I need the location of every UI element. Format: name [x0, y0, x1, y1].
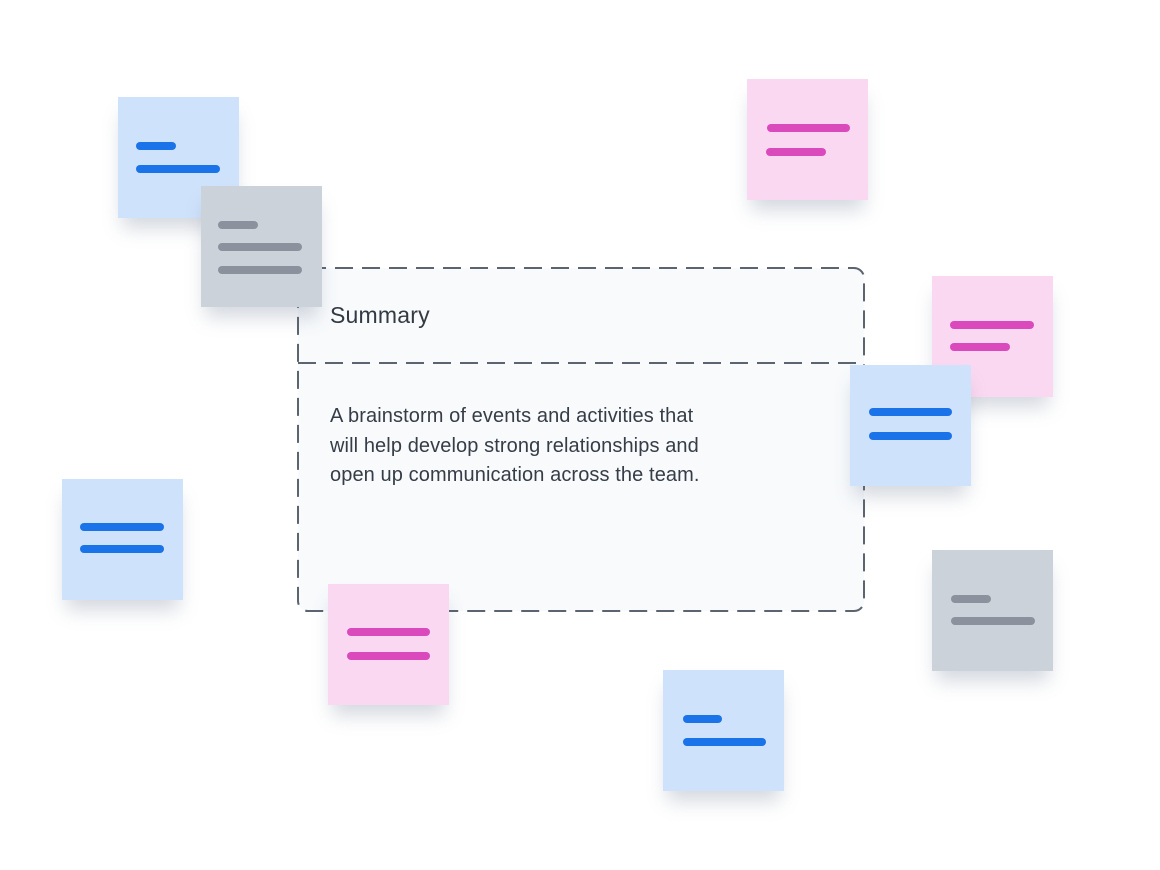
note-text-line	[347, 652, 430, 660]
sticky-note-gray-top[interactable]	[201, 186, 322, 307]
note-text-line	[80, 545, 164, 553]
note-text-line	[218, 221, 258, 229]
note-text-line	[950, 343, 1010, 351]
summary-card-frame	[297, 267, 865, 612]
summary-card-body[interactable]: A brainstorm of events and activities th…	[330, 405, 700, 486]
sticky-note-blue-right[interactable]	[850, 365, 971, 486]
note-text-line	[766, 148, 826, 156]
note-text-line	[80, 523, 164, 531]
note-text-line	[136, 142, 176, 150]
note-text-line	[950, 321, 1034, 329]
summary-card-border	[297, 267, 865, 612]
summary-card[interactable]: Summary A brainstorm of events and activ…	[297, 267, 865, 612]
note-text-line	[951, 617, 1035, 625]
note-text-line	[683, 738, 766, 746]
note-text-line	[869, 408, 952, 416]
sticky-note-pink-top-right[interactable]	[747, 79, 868, 200]
note-text-line	[767, 124, 850, 132]
note-text-line	[347, 628, 430, 636]
note-text-line	[951, 595, 991, 603]
sticky-note-blue-bottom[interactable]	[663, 670, 784, 791]
sticky-note-blue-left[interactable]	[62, 479, 183, 600]
sticky-note-pink-bottom[interactable]	[328, 584, 449, 705]
note-text-line	[218, 266, 302, 274]
note-text-line	[683, 715, 722, 723]
note-text-line	[869, 432, 952, 440]
note-text-line	[218, 243, 302, 251]
summary-card-title[interactable]: Summary	[330, 301, 430, 328]
note-text-line	[136, 165, 220, 173]
sticky-note-gray-bottom-right[interactable]	[932, 550, 1053, 671]
